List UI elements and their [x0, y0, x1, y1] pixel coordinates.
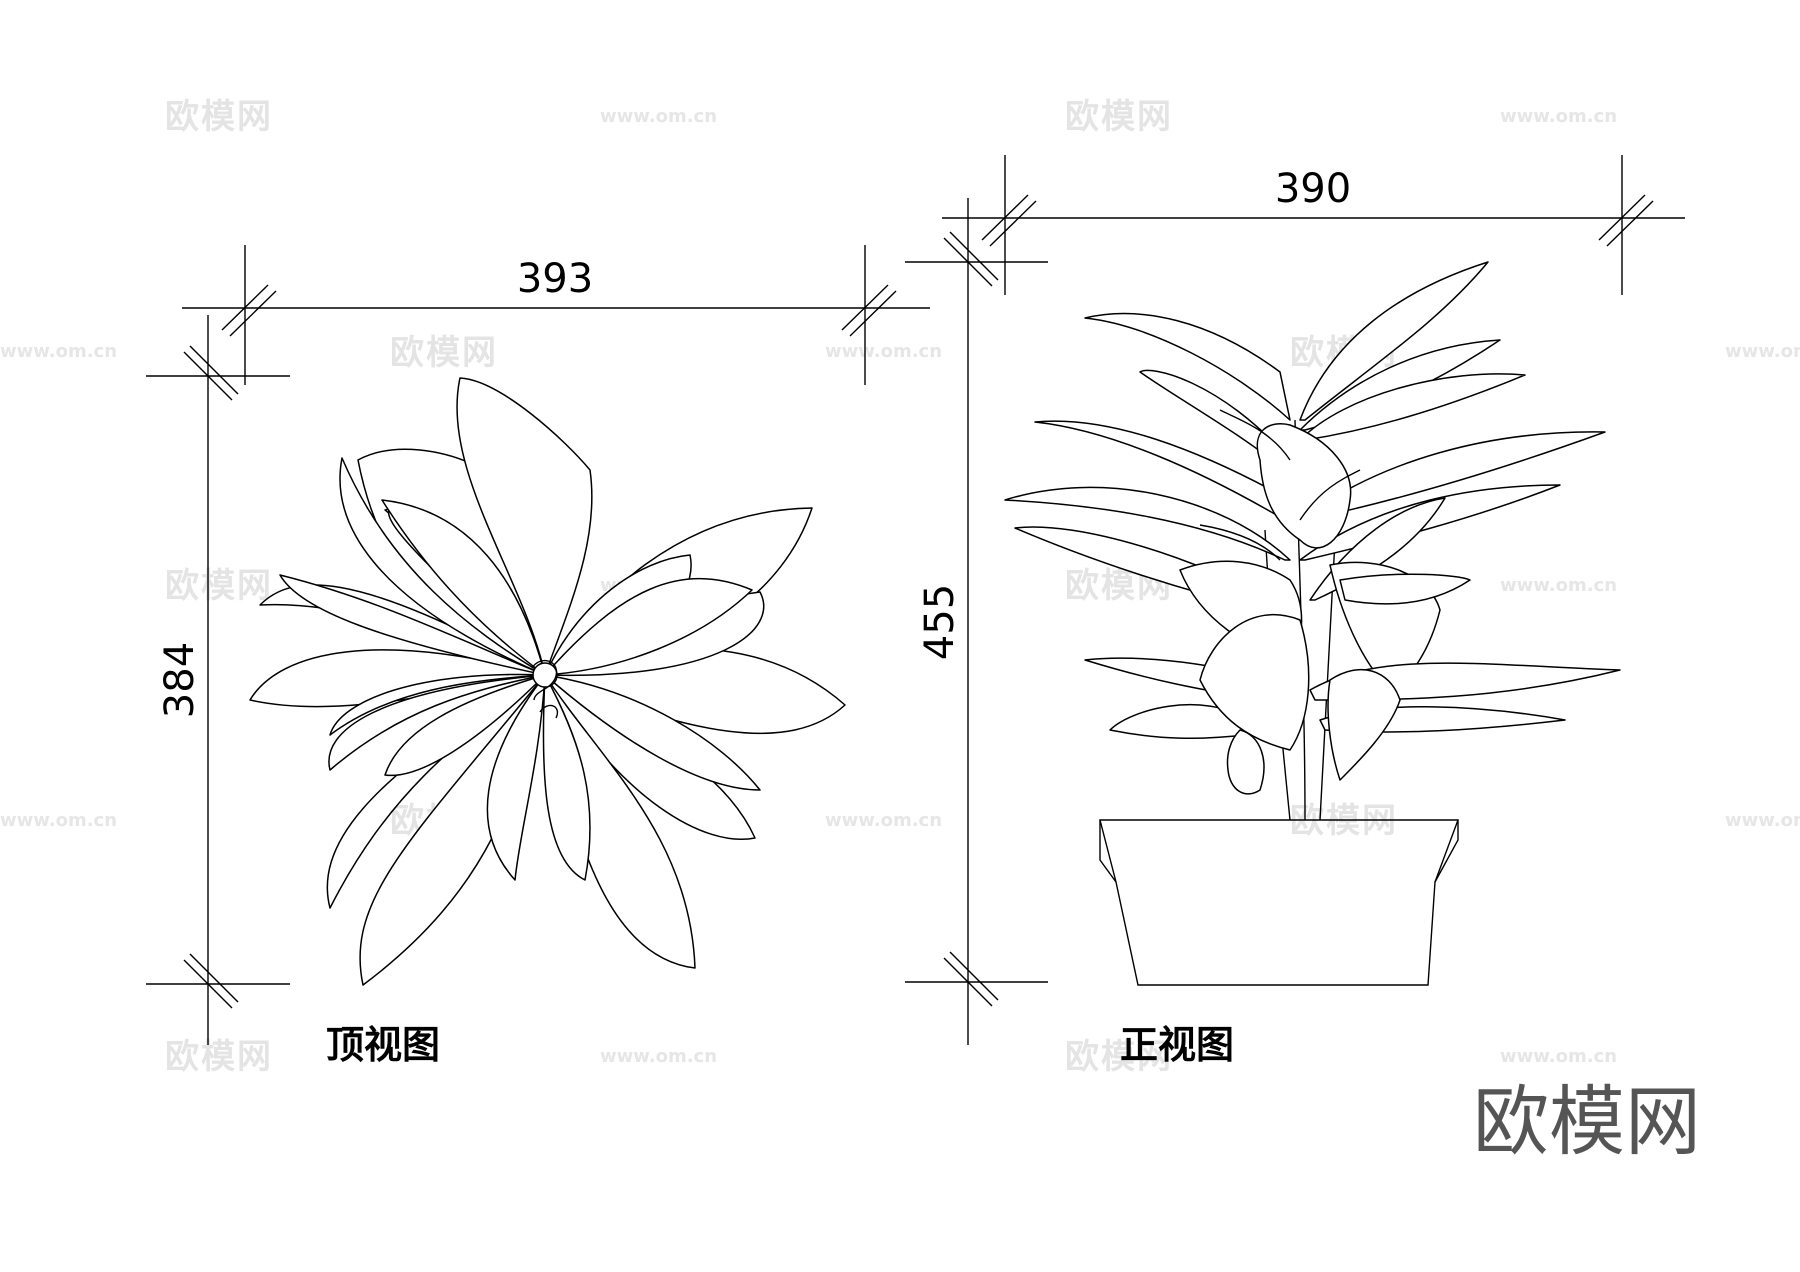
watermark-brand: 欧模网: [165, 97, 273, 137]
watermark-url: www.om.cn: [1500, 575, 1617, 596]
watermark-url: www.om.cn: [0, 341, 117, 362]
leaf: [1084, 312, 1291, 421]
watermark-brand: 欧模网: [165, 1037, 273, 1077]
watermark-brand: 欧模网: [1065, 97, 1173, 137]
front-view-width-label: 390: [1275, 166, 1351, 212]
front-view-width-dimension: 390: [942, 155, 1685, 295]
watermark-brand: 欧模网: [1290, 801, 1398, 841]
watermark-brand: 欧模网: [165, 566, 273, 606]
top-view-width-label: 393: [517, 256, 593, 302]
front-view-height-label: 455: [917, 584, 963, 660]
leaf: [486, 674, 546, 881]
watermark-brand: 欧模网: [390, 333, 498, 373]
leaf: [1256, 423, 1352, 549]
brand-logo: 欧模网: [1473, 1077, 1701, 1166]
top-view-height-dimension: 384: [146, 315, 290, 1045]
plant-pot: [1099, 819, 1459, 986]
watermark-brand: 欧模网: [1065, 1037, 1173, 1077]
watermark-url: www.om.cn: [600, 106, 717, 127]
background-watermarks: 欧模网 www.om.cn 欧模网 www.om.cn www.om.cn 欧模…: [0, 97, 1800, 1077]
leaf: [456, 377, 593, 676]
leaf: [1109, 703, 1251, 740]
leaf: [339, 457, 546, 676]
front-view-caption: 正视图: [1120, 1022, 1234, 1067]
plant-plan-drawing: [249, 377, 846, 986]
top-view: 393 384: [146, 245, 930, 1067]
plant-elevation-drawing: [1004, 261, 1621, 821]
leaf: [1339, 573, 1471, 605]
leaf: [1034, 420, 1291, 521]
leaf: [384, 674, 546, 777]
leaf: [381, 499, 546, 676]
leaf: [544, 577, 753, 676]
watermark-url: www.om.cn: [825, 810, 942, 831]
watermark-url: www.om.cn: [1500, 1046, 1617, 1067]
top-view-caption: 顶视图: [326, 1022, 440, 1067]
leaf: [279, 574, 546, 676]
leaf: [1299, 373, 1526, 441]
top-view-height-label: 384: [157, 642, 203, 718]
top-view-width-dimension: 393: [182, 245, 930, 385]
leaf: [544, 674, 761, 791]
watermark-url: www.om.cn: [1725, 810, 1800, 831]
watermark-url: www.om.cn: [1500, 106, 1617, 127]
watermark-url: www.om.cn: [600, 1046, 717, 1067]
leaf: [1004, 486, 1291, 561]
leaf: [1199, 614, 1310, 751]
leaf: [328, 674, 546, 771]
leaf: [542, 674, 591, 881]
watermark-url: www.om.cn: [825, 341, 942, 362]
watermark-url: www.om.cn: [0, 810, 117, 831]
leaf: [1226, 729, 1265, 795]
watermark-url: www.om.cn: [1725, 341, 1800, 362]
leaf: [1299, 431, 1606, 521]
front-view: 390 455: [905, 155, 1685, 1067]
leaf: [329, 673, 546, 736]
leaf: [1299, 261, 1489, 421]
leaf: [1327, 669, 1401, 781]
leaf: [1139, 369, 1291, 471]
front-view-height-dimension: 455: [905, 198, 1048, 1045]
plant-center: [532, 662, 558, 688]
